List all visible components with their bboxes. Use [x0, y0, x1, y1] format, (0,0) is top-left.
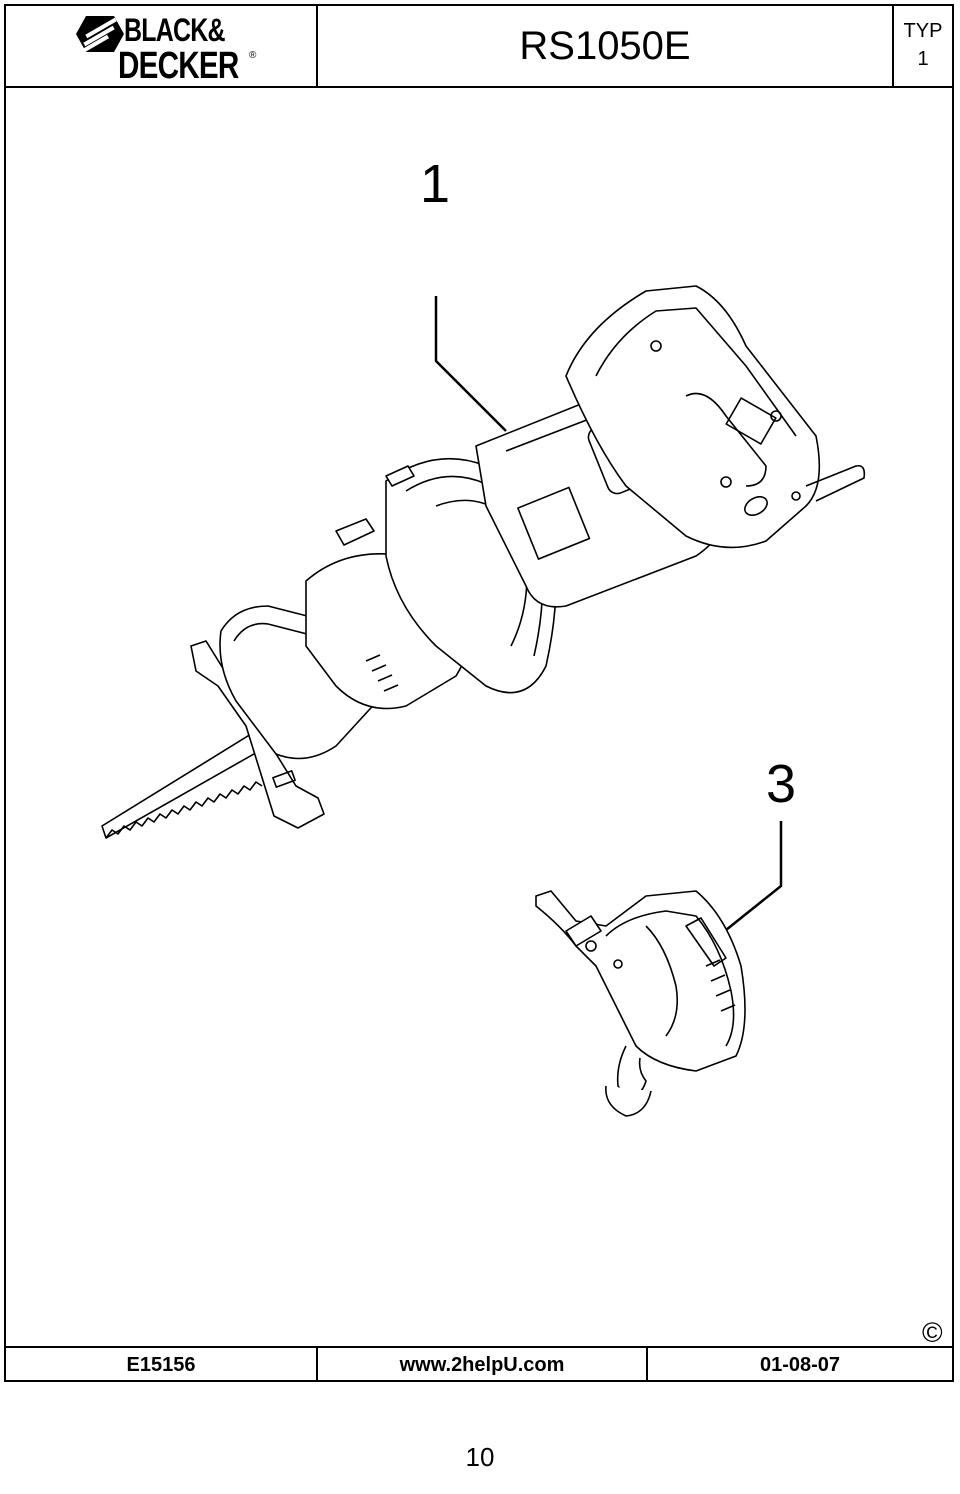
website-link[interactable]: www.2helpU.com [318, 1348, 648, 1380]
page-number: 10 [465, 1442, 495, 1472]
copyright-symbol: © [922, 1317, 943, 1348]
drawing-sheet: BLACK& DECKER ® RS1050E TYP 1 [4, 4, 954, 1382]
registered-mark: ® [249, 50, 257, 61]
brand-name-line2: DECKER [118, 45, 239, 87]
leader-line-3 [705, 821, 783, 947]
footer-block: E15156 www.2helpU.com 01-08-07 [4, 1346, 954, 1382]
brand-logo: BLACK& DECKER ® [6, 6, 318, 86]
model-cell: RS1050E [318, 6, 894, 86]
hexagon-logo-icon [76, 16, 124, 54]
brand-name-line1: BLACK& [124, 12, 225, 48]
reciprocating-saw-illustration [101, 285, 866, 839]
leader-line-1 [434, 296, 507, 432]
front-grip-illustration [535, 890, 746, 1117]
type-number: 1 [917, 48, 929, 70]
callout-1: 1 [420, 154, 451, 214]
callout-3: 3 [766, 754, 797, 814]
type-cell: TYP 1 [894, 6, 952, 86]
document-code: E15156 [6, 1348, 318, 1380]
title-block: BLACK& DECKER ® RS1050E TYP 1 [6, 6, 952, 88]
model-number: RS1050E [519, 24, 691, 68]
exploded-view-drawing [101, 285, 866, 1117]
type-label: TYP [903, 20, 943, 42]
document-date: 01-08-07 [759, 1354, 841, 1376]
